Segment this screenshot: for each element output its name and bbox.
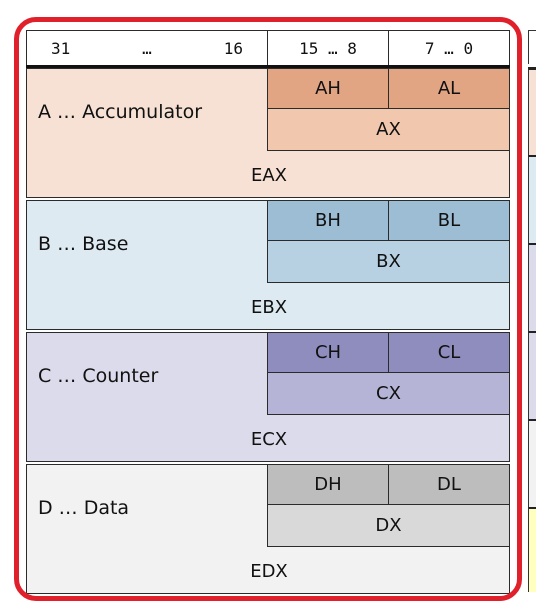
bit-header-low-byte: 7 … 0: [388, 30, 510, 66]
highlight-outline: [14, 17, 522, 601]
register-ecx-label: ECX: [250, 428, 288, 450]
register-d-name: D … Data: [38, 497, 130, 519]
bit-ellipsis-label: …: [142, 38, 152, 58]
register-ah: AH: [267, 68, 389, 109]
header-separator: [26, 65, 510, 68]
register-ecx: C … Counter CH CL CX ECX: [26, 332, 510, 462]
register-bl: BL: [388, 200, 510, 241]
register-al: AL: [388, 68, 510, 109]
register-dh: DH: [267, 464, 389, 505]
register-cl: CL: [388, 332, 510, 373]
bit-7-0-label: 7 … 0: [424, 38, 474, 58]
bit-16-label: 16: [223, 38, 243, 58]
register-diagram: 31 … 16 15 … 8 7 … 0 A … Accumulator AH …: [26, 30, 510, 598]
register-dl: DL: [388, 464, 510, 505]
register-ebx: B … Base BH BL BX EBX: [26, 200, 510, 330]
register-dx: DX: [267, 504, 510, 547]
register-edx-label: EDX: [250, 560, 288, 582]
register-eax-label: EAX: [250, 164, 288, 186]
register-eax: A … Accumulator AH AL AX EAX: [26, 68, 510, 198]
register-c-name: C … Counter: [38, 365, 159, 387]
register-a-name: A … Accumulator: [38, 101, 203, 123]
register-bh: BH: [267, 200, 389, 241]
register-ax: AX: [267, 108, 510, 151]
register-bx: BX: [267, 240, 510, 283]
bit-31-label: 31: [51, 38, 71, 58]
register-ch: CH: [267, 332, 389, 373]
bit-header-high-byte: 15 … 8: [267, 30, 389, 66]
register-edx: D … Data DH DL DX EDX: [26, 464, 510, 594]
bit-15-8-label: 15 … 8: [299, 38, 357, 58]
register-b-name: B … Base: [38, 233, 129, 255]
register-ebx-label: EBX: [250, 296, 288, 318]
register-cx: CX: [267, 372, 510, 415]
bit-header-upper: 31 … 16: [26, 30, 268, 66]
